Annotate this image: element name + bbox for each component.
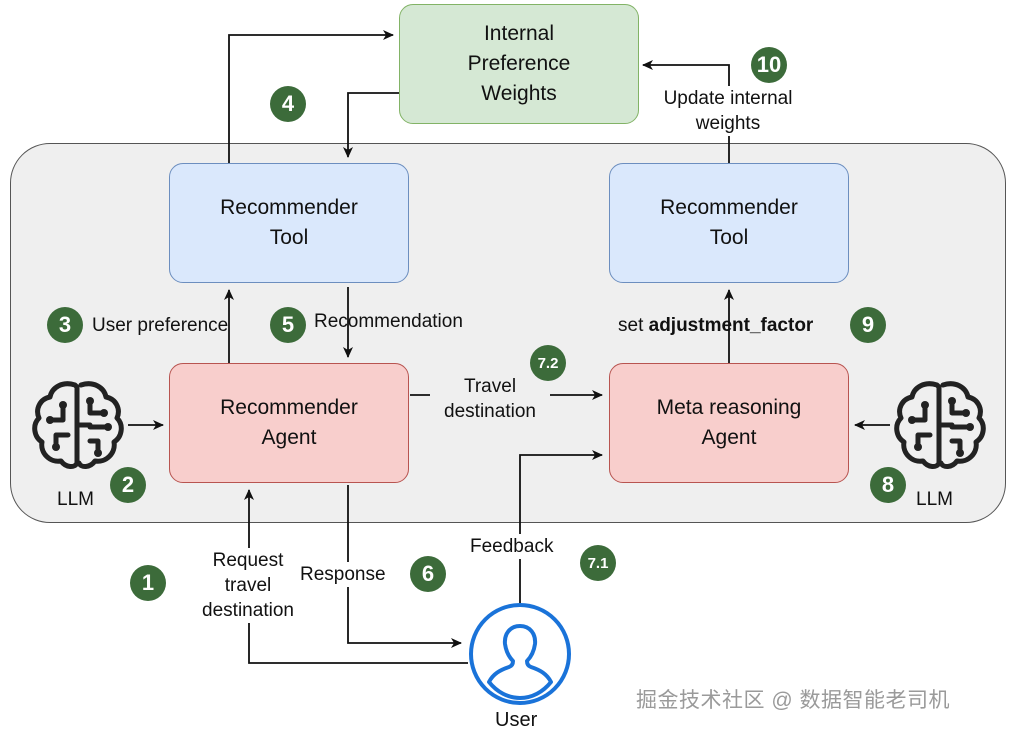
llm-brain-circuit-icon bbox=[894, 381, 986, 469]
recommender-tool-left-node: Recommender Tool bbox=[169, 163, 409, 283]
edge-agent-to-user bbox=[347, 485, 462, 648]
edge-user-to-agent bbox=[244, 489, 468, 664]
step-badge-9: 9 bbox=[850, 307, 886, 343]
step-badge-7-2: 7.2 bbox=[530, 345, 566, 381]
label-recommendation: Recommendation bbox=[314, 311, 463, 332]
llm-label-right: LLM bbox=[916, 489, 953, 510]
edge-tool-to-weights bbox=[228, 30, 394, 163]
label-adjustment-factor: adjustment_factor bbox=[648, 315, 814, 336]
label-response: Response bbox=[300, 562, 386, 587]
step-badge-1: 1 bbox=[130, 565, 166, 601]
user-label: User bbox=[495, 709, 538, 731]
watermark: 掘金技术社区 @ 数据智能老司机 bbox=[636, 689, 950, 712]
step-badge-8: 8 bbox=[870, 467, 906, 503]
step-badge-2: 2 bbox=[110, 467, 146, 503]
step-badge-5: 5 bbox=[270, 307, 306, 343]
edge-weights-to-tool bbox=[343, 92, 400, 158]
label-user-preference: User preference bbox=[92, 315, 229, 336]
llm-label-left: LLM bbox=[57, 489, 94, 510]
internal-preference-weights-node: Internal Preference Weights bbox=[399, 4, 639, 124]
label-request-travel-destination: Request travel destination bbox=[186, 548, 310, 623]
recommender-tool-right-node: Recommender Tool bbox=[609, 163, 849, 283]
step-badge-6: 6 bbox=[410, 556, 446, 592]
step-badge-3: 3 bbox=[47, 307, 83, 343]
recommender-agent-node: Recommender Agent bbox=[169, 363, 409, 483]
step-badge-4: 4 bbox=[270, 86, 306, 122]
label-set-prefix: set bbox=[618, 315, 649, 336]
user-icon bbox=[469, 603, 571, 705]
step-badge-7-1: 7.1 bbox=[580, 545, 616, 581]
step-badge-10: 10 bbox=[751, 47, 787, 83]
label-set-adjustment-factor: set adjustment_factor bbox=[618, 313, 813, 338]
label-feedback: Feedback bbox=[470, 534, 554, 559]
edge-user-to-meta bbox=[519, 450, 603, 603]
meta-reasoning-agent-node: Meta reasoning Agent bbox=[609, 363, 849, 483]
label-update-internal-weights: Update internal weights bbox=[648, 86, 808, 136]
llm-brain-circuit-icon bbox=[32, 381, 124, 469]
label-travel-destination: Travel destination bbox=[430, 374, 550, 424]
